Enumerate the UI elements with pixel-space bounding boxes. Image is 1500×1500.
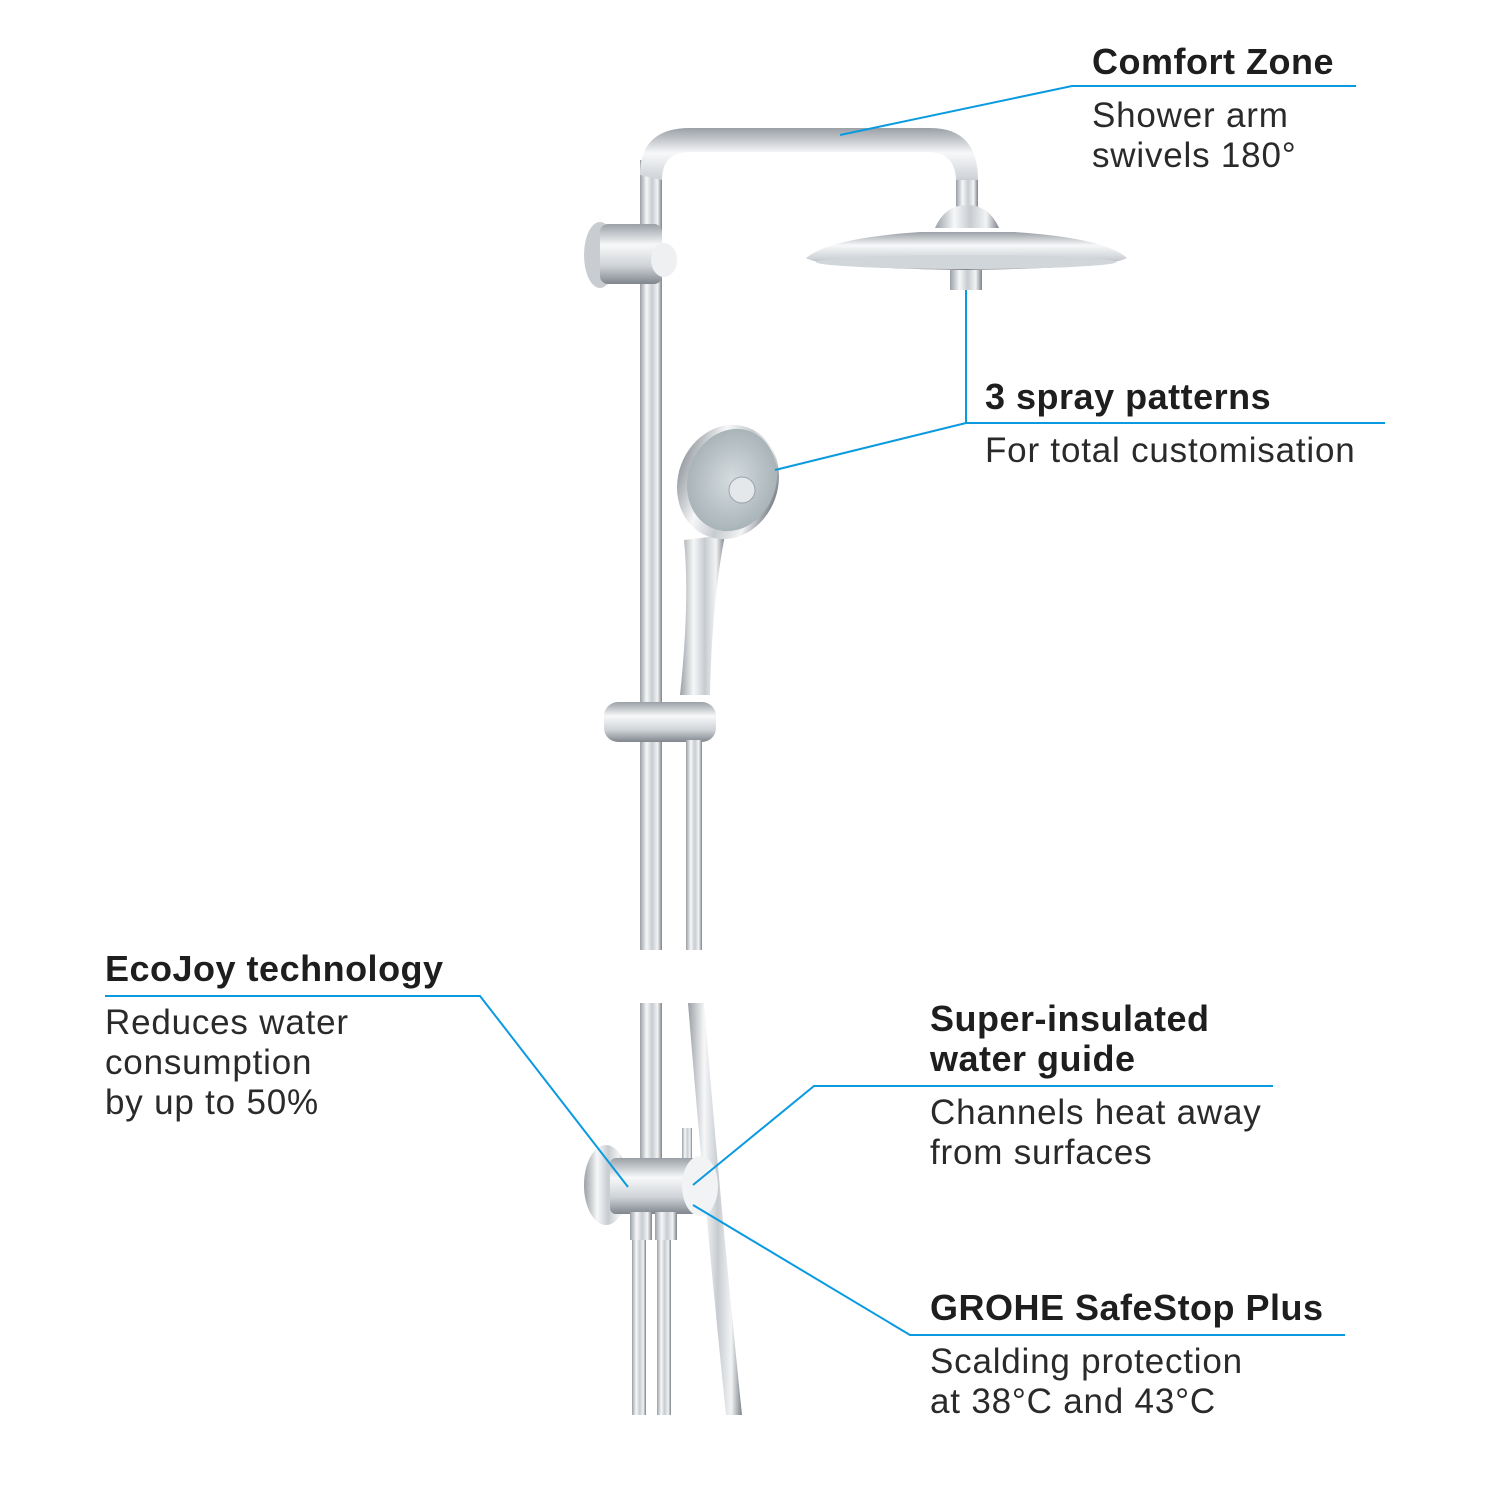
callout-text: Reduces water [105,1003,349,1042]
callout-text: from surfaces [930,1133,1153,1172]
callout-safestop: GROHE SafeStop Plus Scalding protection … [930,1288,1324,1422]
callout-title: GROHE SafeStop Plus [930,1287,1324,1328]
callout-title: Super-insulated [930,998,1210,1039]
callout-spray-patterns: 3 spray patterns For total customisation [985,377,1356,471]
shower-hose [686,740,742,1415]
leader-water-guide [692,1085,1273,1186]
callout-title: Comfort Zone [1092,41,1334,82]
leader-ecojoy [105,995,629,1188]
leader-comfort-zone [839,85,1356,136]
wall-bracket [584,222,677,288]
callout-ecojoy: EcoJoy technology Reduces water consumpt… [105,949,444,1123]
callout-title: EcoJoy technology [105,948,444,989]
callout-text: Channels heat away [930,1093,1262,1132]
callout-comfort-zone: Comfort Zone Shower arm swivels 180° [1092,42,1334,176]
riser-rail [640,128,978,1163]
callout-text: Shower arm [1092,96,1289,135]
hand-shower [676,424,780,695]
callout-text: Scalding protection [930,1342,1243,1381]
leader-lines [105,85,1385,1336]
callout-text: consumption [105,1043,313,1082]
callout-text: by up to 50% [105,1083,319,1122]
hand-shower-slider [604,702,716,742]
callout-title: water guide [930,1038,1136,1079]
leader-spray-hand [774,422,967,471]
head-shower [806,180,1127,290]
callout-text: swivels 180° [1092,136,1297,175]
callout-text: For total customisation [985,431,1356,470]
callout-title: 3 spray patterns [985,376,1272,417]
callout-water-guide: Super-insulated water guide Channels hea… [930,999,1262,1173]
diverter-valve [584,1128,718,1415]
leader-safestop [692,1204,1345,1336]
callout-text: at 38°C and 43°C [930,1382,1216,1421]
